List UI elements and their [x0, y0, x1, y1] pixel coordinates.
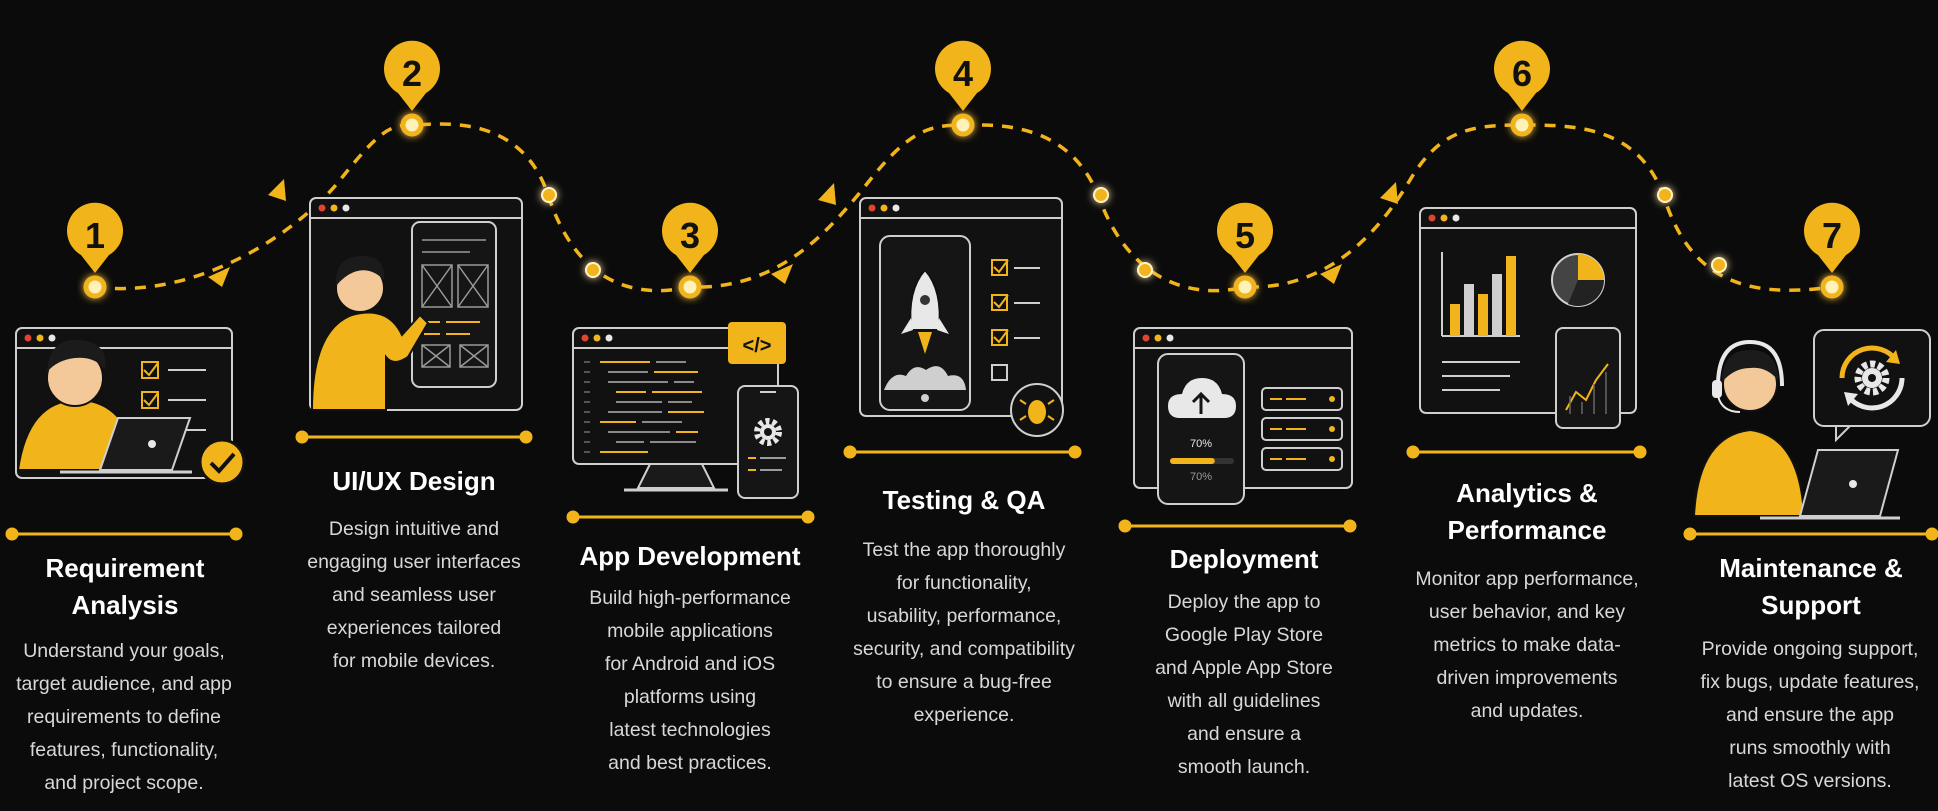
code-tag: </>: [743, 335, 772, 357]
step-1-description: Understand your goals, target audience, …: [16, 640, 232, 794]
step-6-marker: 6: [1494, 40, 1551, 137]
step-4-number: 4: [953, 53, 973, 94]
step-4-description: Test the app thoroughly for functionalit…: [853, 539, 1075, 726]
step-6-title: Analytics & Performance: [1447, 478, 1607, 545]
step-7-description: Provide ongoing support, fix bugs, updat…: [1700, 638, 1920, 792]
step-1-number: 1: [85, 215, 105, 256]
step-2-number: 2: [402, 53, 422, 94]
step-7-title: Maintenance & Support: [1719, 553, 1903, 620]
pie-chart-icon: [1551, 253, 1605, 307]
step-6-number: 6: [1512, 53, 1532, 94]
path-dots: [541, 187, 1727, 278]
step-5-title: Deployment: [1169, 544, 1319, 574]
refresh-gear-icon: [1839, 345, 1905, 411]
step-3-title: App Development: [579, 541, 801, 571]
illustration-requirement-analysis: [15, 327, 246, 486]
step-3-number: 3: [680, 215, 700, 256]
step-7-marker: 7: [1804, 202, 1860, 299]
step-7-number: 7: [1822, 215, 1842, 256]
step-4-marker: 4: [935, 40, 992, 137]
step-underlines: [5, 430, 1938, 541]
step-2-title: UI/UX Design: [332, 466, 496, 496]
step-1-marker: 1: [67, 202, 124, 299]
illustration-testing-qa: [859, 197, 1064, 437]
step-3-description: Build high-performance mobile applicatio…: [589, 587, 791, 774]
illustration-app-development: </>: [572, 322, 799, 499]
upload-progress-bar: [1170, 458, 1215, 464]
illustration-maintenance: [1692, 329, 1931, 520]
step-3-marker: 3: [662, 202, 719, 299]
illustration-deployment: 70% 70%: [1133, 327, 1353, 505]
step-1-title: Requirement Analysis: [45, 553, 205, 620]
rocket-icon: [884, 268, 966, 390]
step-2-marker: 2: [384, 40, 441, 137]
step-6-description: Monitor app performance, user behavior, …: [1415, 568, 1639, 722]
step-4-title: Testing & QA: [882, 485, 1046, 515]
step-5-marker: 5: [1217, 202, 1273, 299]
illustration-analytics: [1419, 207, 1637, 429]
step-2-description: Design intuitive and engaging user inter…: [307, 518, 521, 672]
upload-progress-label-1: 70%: [1190, 438, 1212, 450]
gear-icon: [754, 418, 782, 446]
upload-progress-label-2: 70%: [1190, 471, 1212, 483]
illustration-uiux-design: [309, 197, 523, 411]
step-5-number: 5: [1235, 215, 1255, 256]
step-5-description: Deploy the app to Google Play Store and …: [1155, 591, 1333, 778]
path-arrows: [208, 179, 1398, 287]
